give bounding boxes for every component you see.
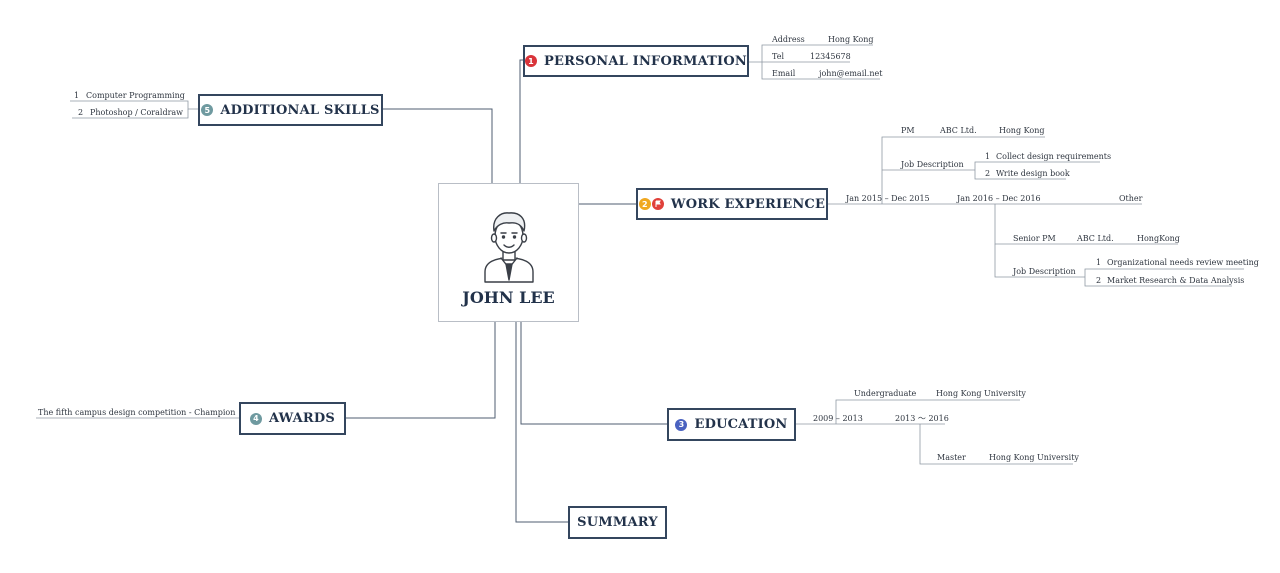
work-period-1: Jan 2015 – Dec 2015 [846,194,930,203]
work-period-2: Jan 2016 – Dec 2016 [957,194,1041,203]
number-1-badge-icon: 1 [525,55,538,67]
work-1-company: ABC Ltd. [940,126,977,135]
summary-title: SUMMARY [577,515,658,530]
awards-node[interactable]: 4 AWARDS [239,402,346,435]
number-4-badge-icon: 4 [250,412,263,425]
work-2-item-2-text: Market Research & Data Analysis [1107,276,1245,285]
work-2-item-2-number: 2 [1096,276,1102,285]
tel-key: Tel [772,52,785,61]
work-1-desc-label: Job Description [901,160,964,169]
summary-node[interactable]: SUMMARY [568,506,667,539]
work-1-location: Hong Kong [999,126,1045,135]
education-2-degree: Master [937,453,966,462]
tel-value: 12345678 [810,52,851,61]
skill-2-number: 2 [78,108,84,117]
work-2-item-1-number: 1 [1096,258,1102,267]
number-2-badge-icon: 2 [638,198,651,210]
red-flag-icon [651,198,664,210]
work-experience-title: WORK EXPERIENCE [670,196,826,212]
work-other: Other [1119,194,1143,203]
personal-information-node[interactable]: 1 PERSONAL INFORMATION [523,45,749,77]
email-value: john@email.net [819,69,883,78]
personal-information-title: PERSONAL INFORMATION [544,53,747,69]
work-1-item-1-text: Collect design requirements [996,152,1112,161]
work-1-item-1-number: 1 [985,152,991,161]
awards-title: AWARDS [269,411,335,426]
central-topic-name: JOHN LEE [462,288,555,307]
man-avatar-icon [484,212,534,283]
work-1-item-2-text: Write design book [996,169,1070,178]
work-2-location: HongKong [1137,234,1180,243]
education-2-school: Hong Kong University [989,453,1079,462]
education-period-2: 2013 ～ 2016 [895,414,949,423]
award-item: The fifth campus design competition - Ch… [38,408,236,417]
education-1-degree: Undergraduate [854,389,917,398]
number-5-badge-icon: 5 [201,104,214,116]
central-topic[interactable]: JOHN LEE [438,183,579,322]
number-3-badge-icon: 3 [675,418,688,431]
education-title: EDUCATION [694,417,788,432]
skill-2-text: Photoshop / Coraldraw [90,108,184,117]
email-key: Email [772,69,796,78]
education-1-school: Hong Kong University [936,389,1026,398]
work-experience-node[interactable]: 2 WORK EXPERIENCE [636,188,828,220]
education-period-1: 2009 – 2013 [813,414,863,423]
work-1-role: PM [901,126,915,135]
work-2-role: Senior PM [1013,234,1056,243]
work-2-company: ABC Ltd. [1077,234,1114,243]
work-1-item-2-number: 2 [985,169,991,178]
education-node[interactable]: 3 EDUCATION [667,408,796,441]
additional-skills-title: ADDITIONAL SKILLS [220,102,380,118]
work-2-desc-label: Job Description [1013,267,1076,276]
skill-1-number: 1 [74,91,80,100]
address-key: Address [772,35,805,44]
address-value: Hong Kong [828,35,874,44]
skill-1-text: Computer Programming [86,91,185,100]
additional-skills-node[interactable]: 5 ADDITIONAL SKILLS [198,94,383,126]
work-2-item-1-text: Organizational needs review meeting [1107,258,1259,267]
